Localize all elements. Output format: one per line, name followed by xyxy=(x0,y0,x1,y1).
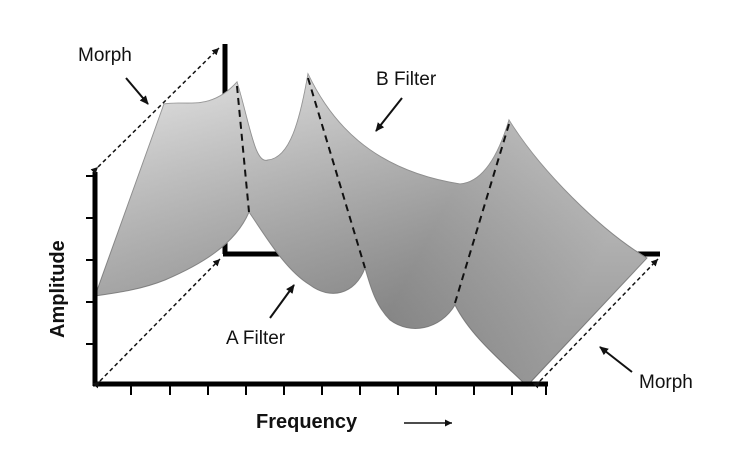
ridge-lines xyxy=(236,77,510,304)
a-filter-label: A Filter xyxy=(226,328,286,349)
surface-shading xyxy=(95,74,647,386)
frequency-axis-title: Frequency xyxy=(256,411,358,433)
filter-surface xyxy=(94,72,648,387)
morph-bottom-pointer xyxy=(599,346,633,373)
pointer-arrows xyxy=(125,77,633,373)
morph-top-pointer xyxy=(125,77,149,105)
a-filter-pointer xyxy=(269,284,295,319)
b-filter-pointer xyxy=(375,97,403,132)
morph-lines xyxy=(90,47,659,389)
x-ticks xyxy=(130,384,547,395)
morph-bottom-label: Morph xyxy=(639,372,693,393)
amplitude-axis-title: Amplitude xyxy=(47,240,69,338)
b-filter-label: B Filter xyxy=(376,69,437,90)
morph-top-label: Morph xyxy=(78,45,132,66)
